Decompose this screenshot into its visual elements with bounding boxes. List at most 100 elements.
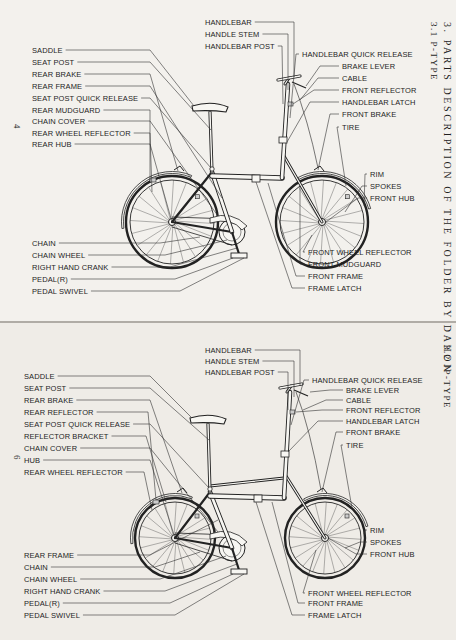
spoke — [327, 528, 359, 536]
part-label: HUB — [24, 456, 40, 465]
spoke — [132, 224, 170, 234]
leader-line — [80, 556, 226, 579]
pedal — [231, 253, 247, 258]
leader-line — [328, 538, 367, 554]
leader-line — [85, 86, 222, 198]
wheel — [131, 494, 215, 578]
part-label: HANDLEBAR — [205, 18, 252, 27]
leader-line — [80, 448, 218, 532]
leader-line — [278, 46, 283, 104]
leader-line — [103, 564, 237, 591]
spoke — [325, 504, 337, 535]
spoke — [322, 183, 336, 219]
frame-latch — [252, 175, 260, 182]
spoke — [324, 224, 334, 262]
leader-line — [364, 530, 367, 534]
part-label: CHAIN WHEEL — [24, 575, 77, 584]
leader-line — [126, 472, 152, 510]
part-label: CHAIN WHEEL — [32, 251, 85, 260]
part-label: TIRE — [342, 123, 359, 132]
spoke — [170, 225, 172, 264]
mudguard — [131, 494, 193, 544]
crank — [232, 548, 239, 570]
cable — [296, 392, 321, 490]
part-label: HANDLEBAR LATCH — [346, 417, 419, 426]
spoke — [325, 221, 364, 223]
part-label: CHAIN — [24, 563, 48, 572]
frame-tube-fill — [278, 76, 300, 80]
spoke — [287, 224, 320, 245]
part-label: PEDAL(R) — [32, 275, 68, 284]
leader-line — [133, 424, 209, 488]
wheel — [121, 171, 218, 268]
part-label: REAR BRAKE — [32, 70, 81, 79]
part-label: FRONT MUDGUARD — [308, 260, 381, 269]
spoke — [325, 223, 355, 248]
part-label: FRONT BRAKE — [342, 110, 396, 119]
leader-line — [256, 502, 305, 615]
part-label: SPOKES — [370, 538, 401, 547]
spoke — [328, 539, 353, 560]
handlebar-latch — [279, 137, 287, 143]
leader-line — [77, 520, 218, 555]
part-label: FRONT HUB — [370, 194, 415, 203]
spoke — [133, 208, 169, 222]
leader-line — [310, 390, 343, 392]
page-ground — [0, 0, 456, 321]
wheel-reflector — [345, 195, 349, 199]
frame-latch — [254, 495, 262, 502]
spoke — [139, 196, 169, 221]
part-label: HANDLEBAR QUICK RELEASE — [302, 50, 413, 59]
spoke — [324, 502, 326, 535]
part-label: HANDLEBAR LATCH — [342, 98, 415, 107]
part-label: CABLE — [342, 74, 367, 83]
mudguard — [121, 171, 191, 228]
part-label: CABLE — [346, 396, 371, 405]
page-ground — [0, 323, 456, 640]
part-label: FRONT FRAME — [308, 272, 363, 281]
wheel — [285, 494, 368, 578]
spoke — [141, 526, 172, 538]
frame-tube — [208, 424, 210, 492]
leader-line — [337, 127, 346, 186]
saddle — [190, 415, 226, 424]
rear-reflector — [150, 178, 156, 182]
frame-tube — [212, 172, 232, 232]
mudguard — [298, 171, 371, 209]
leader-line — [278, 372, 288, 410]
spoke — [324, 541, 326, 574]
spoke — [174, 541, 176, 574]
part-label: SPOKES — [370, 182, 401, 191]
spoke — [328, 537, 361, 539]
frame-tube — [210, 112, 212, 172]
spoke — [171, 180, 173, 219]
leader-line — [303, 400, 343, 410]
frame-tube — [284, 156, 322, 222]
frame-tube-fill — [212, 172, 232, 232]
spoke — [326, 510, 347, 535]
leader-line — [303, 550, 316, 593]
spoke — [321, 180, 323, 219]
frame-tube — [280, 384, 302, 388]
part-label: HANDLE STEM — [205, 357, 259, 366]
leader-line — [306, 66, 339, 86]
front-brake — [317, 488, 327, 493]
part-label: REAR WHEEL REFLECTOR — [32, 129, 131, 138]
wheel-reflector — [195, 514, 199, 518]
part-label: PEDAL(R) — [24, 599, 60, 608]
spoke — [139, 537, 172, 539]
frame-tube — [286, 476, 325, 538]
leader-line — [111, 248, 237, 267]
front-reflector — [288, 102, 293, 106]
crank — [232, 232, 239, 254]
leader-line — [300, 186, 305, 264]
spoke — [325, 222, 361, 236]
part-label: REAR BRAKE — [24, 396, 73, 405]
leader-line — [326, 198, 367, 222]
spoke — [320, 225, 322, 264]
leader-line — [300, 78, 339, 100]
frame-tube — [284, 392, 290, 498]
leader-line — [364, 174, 367, 206]
leader-line — [84, 74, 178, 171]
spoke — [280, 220, 319, 222]
